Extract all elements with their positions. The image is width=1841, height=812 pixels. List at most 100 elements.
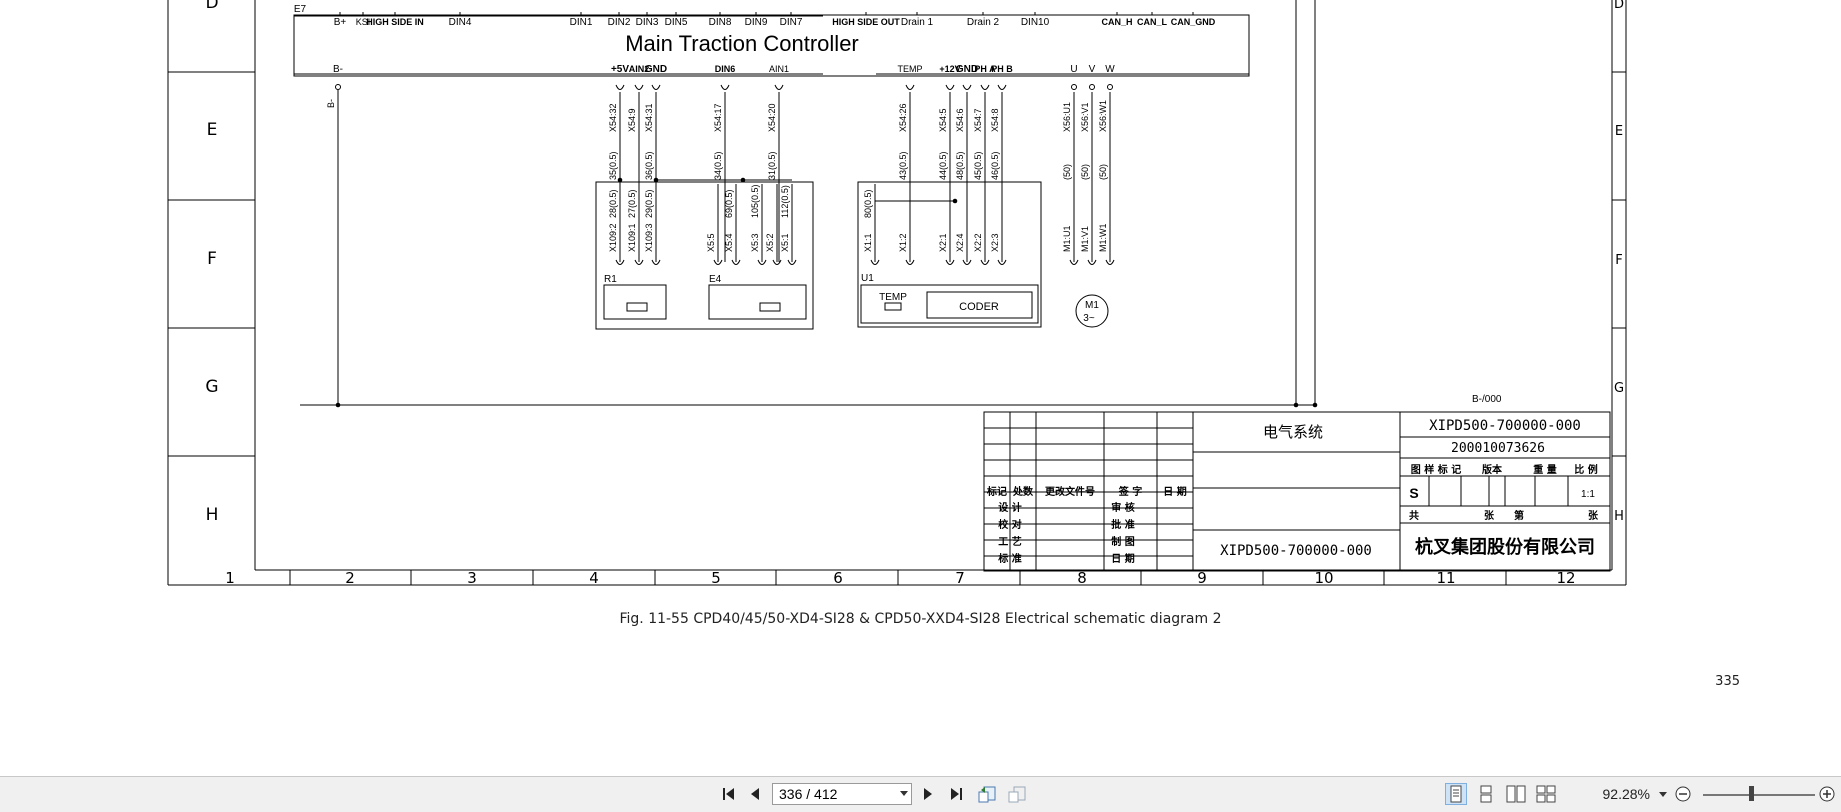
wire-connector: M1:U1	[1062, 225, 1072, 252]
pin-label: KSI	[356, 17, 371, 27]
pin-label-bottom: AIN1	[769, 64, 789, 74]
last-page-button[interactable]	[945, 783, 967, 805]
sheet-label: 张	[1484, 509, 1495, 522]
connector-symbol	[615, 259, 625, 265]
zoom-level[interactable]: 92.28%	[1602, 786, 1650, 802]
connector-symbol	[962, 259, 972, 265]
row-label: D	[205, 0, 218, 13]
connector-symbol	[615, 84, 625, 90]
continuous-view-button[interactable]	[1475, 783, 1497, 805]
component-label: M1	[1085, 300, 1099, 311]
zoom-in-button[interactable]	[1816, 783, 1838, 805]
wire-connector: X2:4	[955, 233, 965, 252]
wire-connector: X109:2	[608, 223, 618, 252]
wire-id: 31(0.5)	[767, 151, 777, 180]
column-label: 6	[833, 569, 843, 587]
chevron-down-icon[interactable]	[900, 791, 908, 796]
pin-label-bottom: B-	[333, 64, 343, 75]
connector-symbol	[757, 259, 767, 265]
junction-dot	[335, 402, 341, 408]
wire-id: 69(0.5)	[724, 189, 734, 218]
column-label: 8	[1077, 569, 1087, 587]
bus-label: B-/000	[1472, 394, 1502, 405]
connector-symbol	[997, 259, 1007, 265]
zoom-out-button[interactable]	[1672, 783, 1694, 805]
wire-connector: X5:2	[765, 233, 775, 252]
wire-id: 105(0.5)	[750, 184, 760, 218]
pin-label-bottom: DIN6	[715, 64, 736, 74]
wire-connector: X54:8	[990, 108, 1000, 132]
wire-id: 43(0.5)	[898, 151, 908, 180]
sensor-housing-right	[857, 181, 1042, 328]
row-label: H	[206, 505, 219, 525]
pin-label: CAN_L	[1137, 17, 1168, 27]
pin-label: DIN5	[665, 17, 688, 28]
first-page-button[interactable]	[718, 783, 740, 805]
zoom-out-icon	[1675, 786, 1691, 802]
connector-symbol	[651, 259, 661, 265]
two-page-continuous-icon	[1536, 785, 1556, 803]
u1-box	[860, 284, 1039, 324]
connector-symbol	[787, 259, 797, 265]
wire-connector: X56:U1	[1062, 102, 1072, 132]
column-label: 9	[1197, 569, 1207, 587]
column-label: 2	[345, 569, 355, 587]
wire-id: 29(0.5)	[644, 189, 654, 218]
connector-symbol	[945, 84, 955, 90]
two-page-view-button[interactable]	[1505, 783, 1527, 805]
junction-dot	[1293, 402, 1299, 408]
sign-row-label: 标 准	[997, 552, 1021, 565]
connector-symbol	[1069, 259, 1079, 265]
column-label: 4	[589, 569, 599, 587]
pin-label: Drain 2	[967, 17, 1000, 28]
resistor-r1	[626, 302, 648, 312]
zoom-slider[interactable]	[1703, 794, 1815, 796]
company-name: 杭叉集团股份有限公司	[1415, 536, 1595, 558]
controller-title: Main Traction Controller	[625, 31, 859, 56]
junction-dot	[617, 177, 623, 183]
pin-label: Drain 1	[901, 17, 934, 28]
column-label: 5	[711, 569, 721, 587]
page-input[interactable]	[777, 784, 891, 804]
e4-box	[708, 284, 807, 320]
column-label: 10	[1314, 569, 1333, 587]
pin-label: DIN2	[608, 17, 631, 28]
revision-header: 处数	[1012, 485, 1034, 498]
sign-row-label: 设 计	[998, 501, 1021, 514]
zoom-dropdown-icon[interactable]	[1659, 792, 1667, 797]
connector-symbol	[634, 84, 644, 90]
zoom-slider-handle[interactable]	[1749, 786, 1754, 801]
wire-connector: X54:9	[627, 108, 637, 132]
wire-connector: X54:6	[955, 108, 965, 132]
pin-label: B+	[334, 17, 347, 28]
row-label: H	[1614, 509, 1624, 524]
two-page-continuous-view-button[interactable]	[1535, 783, 1557, 805]
connector-symbol	[1087, 259, 1097, 265]
continuous-page-icon	[1480, 785, 1492, 803]
previous-view-button[interactable]	[976, 783, 998, 805]
sensor-housing-left	[595, 181, 814, 330]
wire-id: 28(0.5)	[608, 189, 618, 218]
next-page-button[interactable]	[917, 783, 939, 805]
last-page-icon	[951, 788, 962, 800]
scale-value: 1:1	[1581, 489, 1595, 500]
wire-connector: X56:V1	[1080, 102, 1090, 132]
column-label: 12	[1556, 569, 1575, 587]
single-page-view-button[interactable]	[1445, 783, 1467, 805]
wire-connector: X54:26	[898, 103, 908, 132]
next-page-icon	[924, 788, 932, 800]
wire-connector: X5:1	[780, 233, 790, 252]
sign-row-label: 工 艺	[998, 535, 1021, 548]
pin-label-bottom: TEMP	[897, 64, 922, 74]
connector-symbol	[772, 259, 782, 265]
wire-id: 44(0.5)	[938, 151, 948, 180]
page-selector[interactable]	[772, 783, 912, 805]
previous-page-button[interactable]	[744, 783, 766, 805]
pin-label: E7	[294, 4, 307, 15]
wire-id: 35(0.5)	[608, 151, 618, 180]
terminal-symbol	[1071, 84, 1077, 90]
next-view-button[interactable]	[1006, 783, 1028, 805]
coder-box	[926, 291, 1033, 319]
